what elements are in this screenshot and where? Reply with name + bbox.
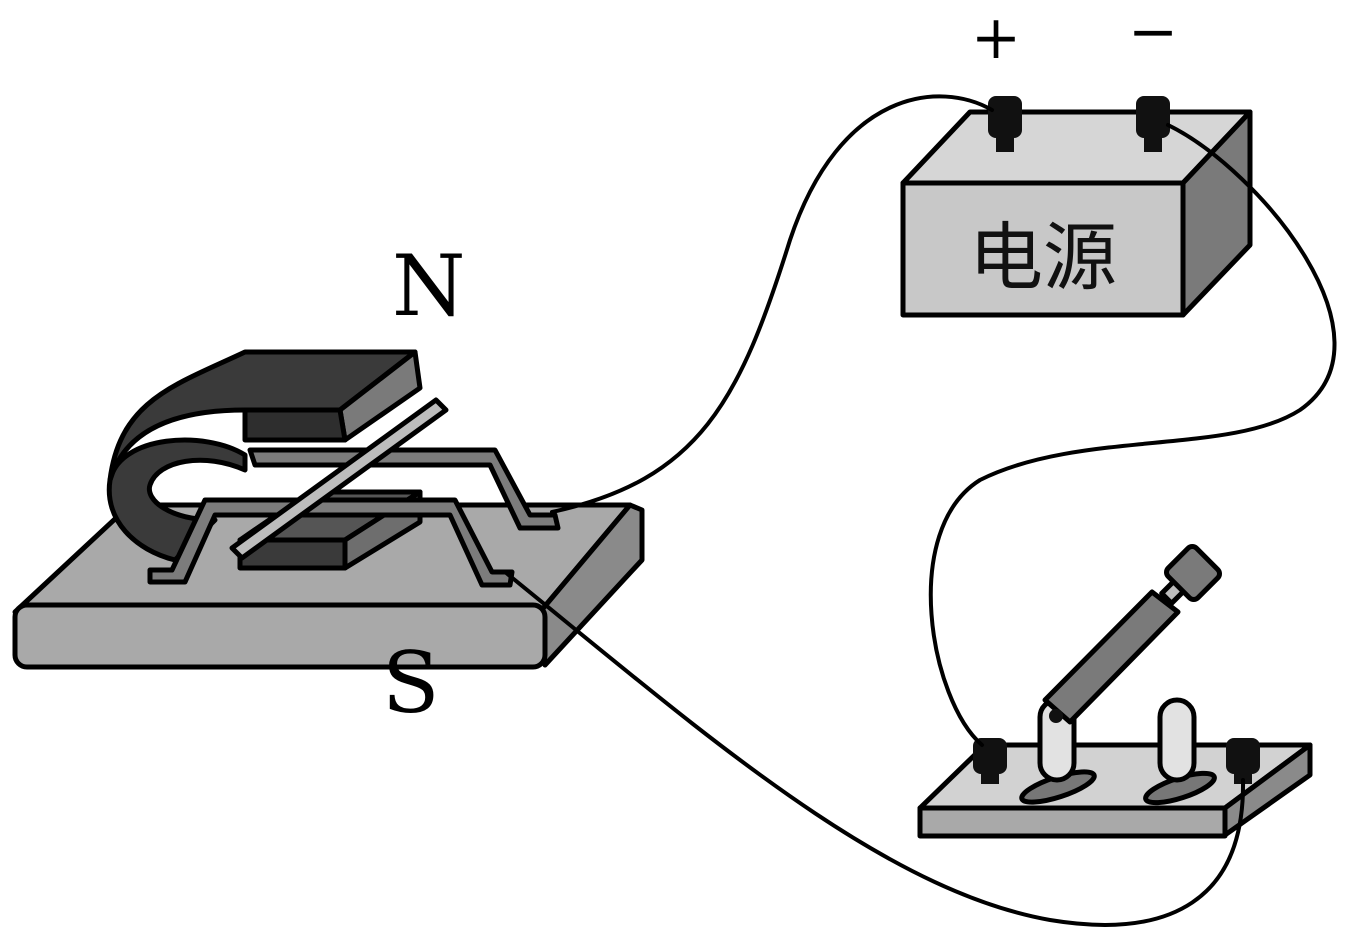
switch-terminal-right: [1226, 738, 1260, 784]
knife-switch: [917, 543, 1313, 839]
switch-contact-clip: [1143, 697, 1217, 806]
south-pole-label: S: [382, 634, 440, 732]
power-source-box: 电源: [900, 109, 1253, 318]
north-pole-label: N: [392, 237, 466, 335]
switch-blade-assembly: [1019, 543, 1223, 805]
conductor-rod: [229, 397, 449, 561]
base-board-front: [12, 602, 548, 670]
wires: [503, 94, 1337, 927]
positive-terminal: [988, 96, 1022, 152]
rail-back: [247, 447, 561, 531]
power-source-label: 电源: [969, 215, 1117, 301]
switch-base-front: [917, 805, 1228, 839]
wire-negative-to-switch: [928, 123, 1337, 747]
negative-terminal: [1136, 96, 1170, 152]
switch-blade: [1042, 589, 1181, 725]
switch-handle: [1163, 543, 1223, 603]
switch-terminal-left: [973, 738, 1007, 784]
positive-sign-label: +: [971, 3, 1021, 73]
rail-front: [147, 497, 515, 588]
magnet-upper-arm: [107, 349, 423, 483]
magnet-apparatus: [12, 349, 645, 670]
wire-rail-to-positive: [550, 94, 994, 514]
hinge-pin: [1049, 709, 1063, 723]
power-box-front: [900, 180, 1186, 318]
negative-sign-label: −: [1128, 0, 1178, 67]
magnet-horseshoe: [106, 437, 248, 563]
wire-switch-to-rail: [503, 570, 1246, 927]
